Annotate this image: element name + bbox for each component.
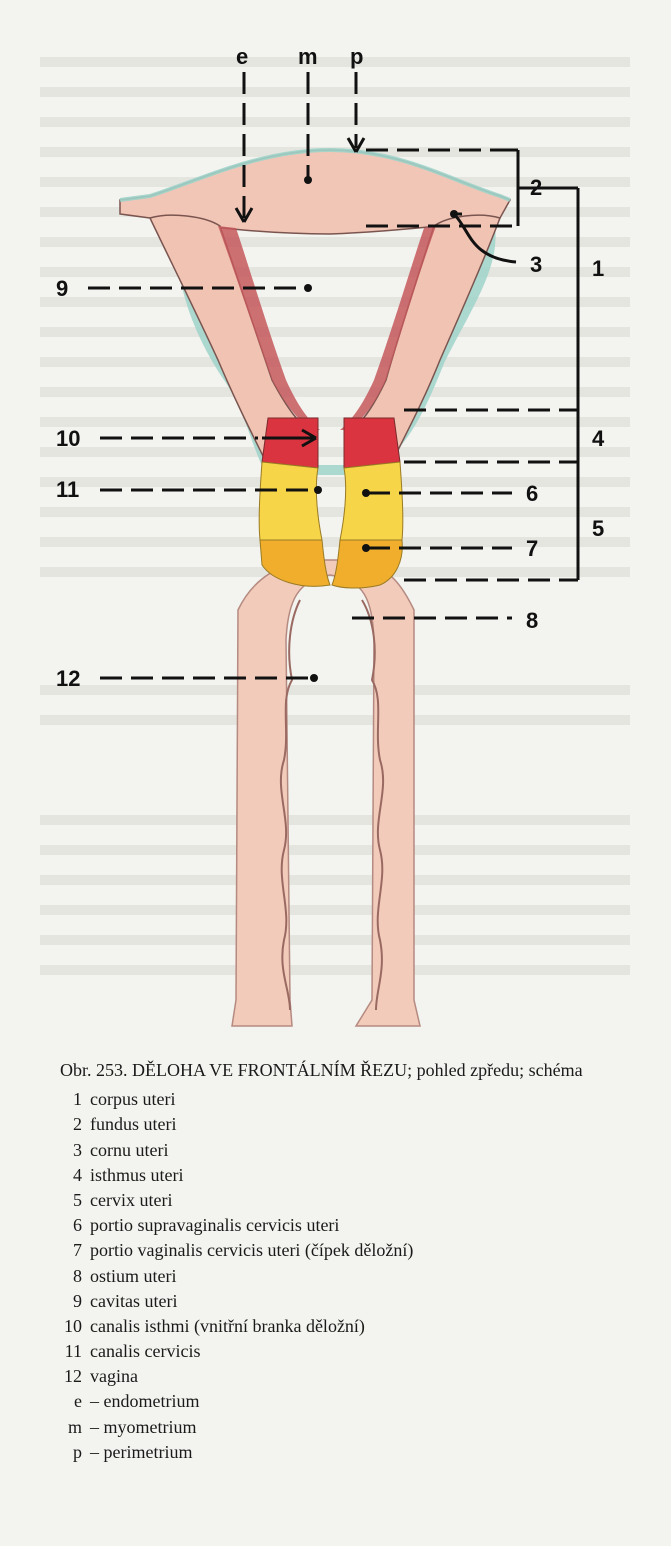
label-9: 9 xyxy=(56,276,68,301)
legend-item: p– perimetrium xyxy=(60,1440,660,1465)
uterus-frontal-section-diagram: e m p 9 10 11 12 xyxy=(0,0,671,1040)
label-5: 5 xyxy=(592,516,604,541)
label-p: p xyxy=(350,44,363,69)
label-7: 7 xyxy=(526,536,538,561)
legend-item: m– myometrium xyxy=(60,1415,660,1440)
caption-title: Obr. 253. DĚLOHA VE FRONTÁLNÍM ŘEZU; poh… xyxy=(60,1058,660,1083)
label-3: 3 xyxy=(530,252,542,277)
legend-item: e– endometrium xyxy=(60,1389,660,1414)
label-12: 12 xyxy=(56,666,80,691)
label-4: 4 xyxy=(592,426,605,451)
label-8: 8 xyxy=(526,608,538,633)
label-6: 6 xyxy=(526,481,538,506)
label-e: e xyxy=(236,44,248,69)
label-1: 1 xyxy=(592,256,604,281)
label-11: 11 xyxy=(56,477,79,502)
label-10: 10 xyxy=(56,426,80,451)
figure-caption: Obr. 253. DĚLOHA VE FRONTÁLNÍM ŘEZU; poh… xyxy=(60,1058,660,1465)
label-m: m xyxy=(298,44,318,69)
vagina xyxy=(232,560,420,1026)
